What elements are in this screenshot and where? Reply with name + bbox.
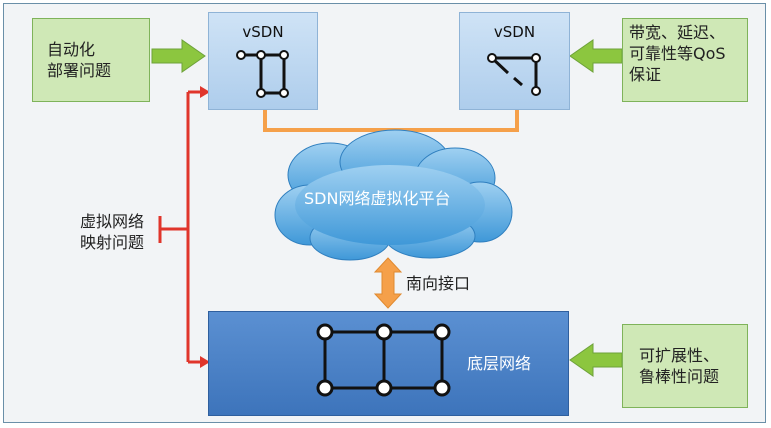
- qos-issue-line2: 可靠性等QoS: [629, 44, 726, 63]
- mapping-issue-label: 虚拟网络 映射问题: [80, 211, 144, 253]
- cloud-label: SDN网络虚拟化平台: [304, 189, 451, 208]
- mapping-issue-line2: 映射问题: [80, 233, 145, 252]
- vsdn-left-box: vSDN: [208, 12, 318, 110]
- scalability-issue-note: 可扩展性、 鲁棒性问题: [622, 324, 748, 408]
- mapping-issue-line1: 虚拟网络: [80, 212, 145, 231]
- qos-issue-note: 带宽、延迟、 可靠性等QoS 保证: [622, 18, 748, 102]
- vsdn-left-topology-icon: [236, 50, 289, 98]
- qos-issue-line3: 保证: [629, 65, 662, 84]
- green-arrow-bottom: [569, 343, 623, 377]
- deployment-issue-note: 自动化 部署问题: [32, 18, 150, 102]
- substrate-network-box: 底层网络: [208, 311, 569, 416]
- mapping-arrowhead-top: [200, 86, 210, 98]
- deployment-issue-line2: 部署问题: [47, 61, 112, 80]
- mapping-arrowhead-bottom: [200, 356, 210, 368]
- green-arrow-left-top: [151, 39, 206, 73]
- southbound-double-arrow: [373, 257, 403, 309]
- qos-issue-line1: 带宽、延迟、: [629, 23, 726, 42]
- cloud-shape: [274, 129, 513, 261]
- vsdn-right-topology-icon: [487, 53, 541, 96]
- vsdn-right-box: vSDN: [459, 12, 570, 110]
- deployment-issue-line1: 自动化: [47, 40, 96, 59]
- vsdn-connector-line: [263, 110, 519, 132]
- vsdn-right-title: vSDN: [493, 23, 536, 41]
- scalability-issue-line2: 鲁棒性问题: [639, 367, 720, 386]
- vsdn-left-title: vSDN: [242, 23, 284, 41]
- scalability-issue-line1: 可扩展性、: [639, 346, 720, 365]
- substrate-network-label: 底层网络: [467, 354, 532, 373]
- green-arrow-right-top: [569, 39, 623, 73]
- southbound-interface-label: 南向接口: [406, 274, 471, 293]
- substrate-topology-icon: [316, 323, 451, 397]
